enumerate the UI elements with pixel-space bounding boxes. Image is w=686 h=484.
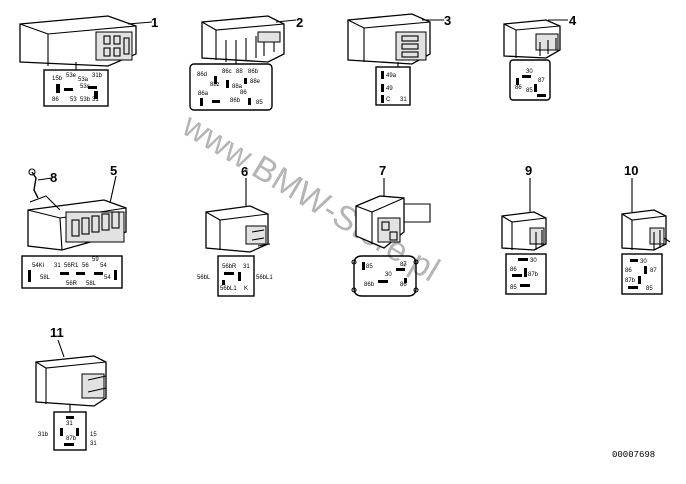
pin-label: C bbox=[386, 97, 391, 103]
pin-label: 86 bbox=[52, 97, 59, 103]
part-8[interactable]: 8 bbox=[28, 168, 57, 199]
pin-label: 88a bbox=[232, 84, 243, 90]
pin-label: 88 bbox=[236, 69, 243, 75]
pin-label: 59 bbox=[92, 257, 99, 263]
pin-label: 85 bbox=[366, 264, 373, 270]
pin-label: K bbox=[244, 286, 248, 292]
pin-label: 85 bbox=[510, 285, 517, 291]
pin-label: 85 bbox=[526, 88, 533, 94]
pin-label: 86 bbox=[240, 90, 247, 96]
part-11[interactable]: 11 31b 31 15 87b 31 bbox=[35, 325, 107, 451]
callout-10: 10 bbox=[624, 163, 638, 178]
pin-label: 87b bbox=[528, 272, 539, 278]
pin-label: 85 bbox=[646, 286, 653, 292]
part-1[interactable]: 1 15b 53e 53a 31b 53c 53 53b 31 86 bbox=[19, 15, 158, 107]
pin-label: 15b bbox=[52, 76, 63, 82]
pin-label: 49a bbox=[386, 73, 397, 79]
pin-label: 54 bbox=[100, 263, 107, 269]
drawing-number: 00007698 bbox=[612, 450, 655, 460]
pin-label: 87b bbox=[66, 436, 77, 442]
pin-label: 30 bbox=[530, 258, 537, 264]
callout-6: 6 bbox=[241, 164, 248, 179]
pin-label: 56bR bbox=[222, 264, 237, 270]
callout-7: 7 bbox=[379, 163, 386, 178]
callout-8: 8 bbox=[50, 170, 57, 185]
pin-label: 30 bbox=[526, 69, 533, 75]
part-5[interactable]: 5 54Kl 31 56R1 56 54 59 58L 56R 58L 54 bbox=[21, 163, 127, 289]
pin-label: 86 bbox=[400, 282, 407, 288]
callout-2: 2 bbox=[296, 15, 303, 30]
pin-label: 86c bbox=[222, 69, 232, 75]
pin-label: 86a bbox=[198, 91, 209, 97]
pin-label: 88e bbox=[250, 79, 261, 85]
pin-label: 30 bbox=[385, 272, 392, 278]
pin-label: 85 bbox=[256, 100, 263, 106]
part-10[interactable]: 10 30 86 87 87b 85 bbox=[621, 163, 671, 295]
pin-label: 58L bbox=[40, 275, 51, 281]
part-3[interactable]: 3 49a 49 C 31 bbox=[347, 13, 451, 106]
pin-label: 31b bbox=[92, 73, 103, 79]
pin-label: 86 bbox=[625, 268, 632, 274]
pin-label: 31 bbox=[66, 421, 73, 427]
pin-label: 31 bbox=[54, 263, 61, 269]
pin-label: 86b bbox=[364, 282, 375, 288]
pin-label: 58L bbox=[86, 281, 97, 287]
callout-5: 5 bbox=[110, 163, 117, 178]
pin-label: 87 bbox=[650, 268, 657, 274]
pin-label: 56bL bbox=[197, 275, 211, 281]
pin-label: 56bL1 bbox=[256, 275, 273, 281]
pin-label: 86 bbox=[510, 267, 517, 273]
pin-label: 56R bbox=[66, 281, 78, 287]
callout-9: 9 bbox=[525, 163, 532, 178]
pin-label: 88z bbox=[210, 82, 220, 88]
pin-label: 87 bbox=[400, 262, 407, 268]
pin-label: 53 bbox=[70, 97, 77, 103]
pin-label: 53a bbox=[78, 77, 89, 83]
pin-label: 31 bbox=[90, 441, 97, 447]
pin-label: 56 bbox=[82, 263, 89, 269]
pin-label: 31 bbox=[243, 264, 250, 270]
pin-label: 53b bbox=[80, 97, 91, 103]
callout-3: 3 bbox=[444, 13, 451, 28]
pin-label: 49 bbox=[386, 86, 393, 92]
pin-label: 54Kl bbox=[32, 263, 44, 269]
callout-1: 1 bbox=[151, 15, 158, 30]
pin-label: 31 bbox=[400, 97, 407, 103]
pin-label: 15 bbox=[90, 432, 97, 438]
pin-label: 56bL1 bbox=[220, 286, 237, 292]
pin-label: 53c bbox=[80, 84, 90, 90]
pin-label: 86d bbox=[197, 72, 207, 78]
pin-label: 87b bbox=[625, 278, 636, 284]
pin-label: 87 bbox=[538, 78, 545, 84]
pin-label: 54 bbox=[104, 275, 111, 281]
part-7[interactable]: 7 85 87 30 86b 86 bbox=[351, 163, 431, 297]
pin-label: 86 bbox=[515, 85, 522, 91]
pin-label: 31 bbox=[92, 97, 99, 103]
callout-11: 11 bbox=[50, 325, 64, 340]
callout-4: 4 bbox=[569, 13, 577, 28]
pin-label: 31b bbox=[38, 432, 49, 438]
pin-label: 86b bbox=[248, 69, 259, 75]
pin-label: 30 bbox=[640, 259, 647, 265]
pin-label: 53e bbox=[66, 73, 77, 79]
pin-label: 56R1 bbox=[64, 263, 79, 269]
part-6[interactable]: 6 56bR 31 56bL 56bL1 56bL1 K bbox=[197, 164, 273, 297]
part-2[interactable]: 2 86d 86c 88 86b 88e 88z 88a 86 86a 86b … bbox=[189, 15, 303, 111]
part-4[interactable]: 4 30 87 86 85 bbox=[503, 13, 577, 101]
pin-label: 86b bbox=[230, 98, 241, 104]
part-9[interactable]: 9 30 86 87b 85 bbox=[501, 163, 547, 295]
